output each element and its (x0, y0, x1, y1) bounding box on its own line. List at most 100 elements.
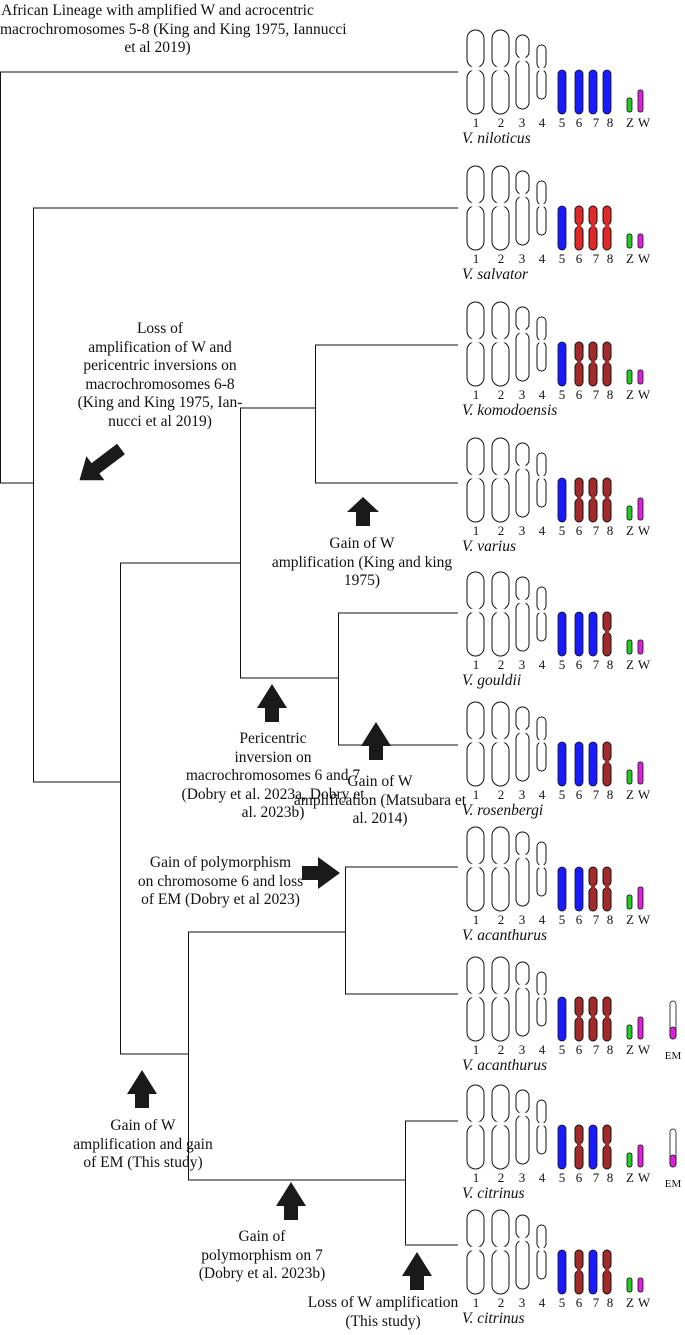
chromosome-number: 7 (592, 115, 600, 130)
chromosome-7 (588, 1124, 598, 1170)
chromosome-4 (536, 1224, 547, 1280)
chromosome-1 (466, 301, 485, 387)
chromosome-1 (466, 1084, 485, 1170)
arrow-up-polymorph7 (276, 1182, 306, 1220)
chromosome-number: 2 (497, 251, 505, 266)
w-label: W (637, 912, 651, 927)
chromosome-w (637, 761, 644, 785)
chromosome-number: 8 (606, 657, 614, 672)
chromosome-7 (588, 996, 598, 1042)
chromosome-w (637, 1016, 644, 1040)
arrow-up-gain-em (127, 1070, 157, 1108)
chromosome-number: 1 (472, 387, 480, 402)
chromosome-number: 8 (606, 787, 614, 802)
annotation-loss-amplification: Loss of amplification of W and pericentr… (60, 320, 260, 431)
chromosome-number: 4 (538, 523, 546, 538)
chromosome-4 (536, 841, 547, 897)
chromosome-em (669, 1128, 677, 1168)
annotation-line: Gain of (238, 1228, 286, 1245)
chromosome-1 (466, 956, 485, 1042)
annotation-line: polymorphism on 7 (201, 1246, 323, 1264)
arrow-up-loss-w (402, 1252, 432, 1290)
chromosome-number: 6 (575, 912, 583, 927)
chromosome-3 (515, 442, 530, 518)
z-label: Z (626, 1042, 634, 1057)
chromosome-z (626, 894, 633, 910)
chromosome-number: 1 (472, 787, 480, 802)
annotation-line: African Lineage with amplified W and acr… (1, 2, 314, 19)
karyotypes (466, 29, 677, 1295)
karyotype-row (466, 165, 644, 251)
chromosome-3 (515, 961, 530, 1037)
karyotype-row (466, 1084, 677, 1170)
chromosome-number: 7 (592, 657, 600, 672)
annotation-polymorphism-7: Gain of polymorphism on 7 (Dobry et al. … (182, 1228, 342, 1284)
w-label: W (637, 1295, 651, 1310)
chromosome-6 (574, 477, 584, 523)
chromosome-number: 8 (606, 387, 614, 402)
species-name: V. varius (462, 538, 516, 555)
z-label: Z (626, 1295, 634, 1310)
chromosome-1 (466, 29, 485, 115)
chromosome-4 (536, 716, 547, 772)
em-label: EM (664, 1050, 682, 1062)
chromosome-number: 3 (518, 912, 526, 927)
z-label: Z (626, 251, 634, 266)
chromosome-3 (515, 1089, 530, 1165)
chromosome-number: 1 (472, 1170, 480, 1185)
arrow-right-polymorph6 (302, 857, 340, 889)
karyotype-row (466, 956, 677, 1042)
chromosome-2 (491, 701, 510, 787)
chromosome-number: 4 (538, 912, 546, 927)
annotation-line: macrochromosomes 6 and 7 (185, 767, 361, 784)
annotation-line: Gain of W (347, 773, 413, 790)
chromosome-4 (536, 180, 547, 236)
annotation-gain-w-king: Gain of W amplification (King and king 1… (262, 535, 462, 591)
chromosome-7 (588, 69, 598, 115)
chromosome-number: 5 (558, 251, 566, 266)
annotation-gain-w-em: Gain of W amplification and gain of EM (… (68, 1117, 218, 1173)
chromosome-6 (574, 1249, 584, 1295)
chromosome-number: 8 (606, 1042, 614, 1057)
chromosome-8 (602, 205, 612, 251)
chromosome-number: 6 (575, 523, 583, 538)
chromosome-8 (602, 341, 612, 387)
chromosome-z (626, 505, 633, 521)
chromosome-7 (588, 611, 598, 657)
chromosome-1 (466, 165, 485, 251)
z-label: Z (626, 912, 634, 927)
chromosome-number: 8 (606, 912, 614, 927)
chromosome-w (637, 233, 644, 249)
chromosome-8 (602, 611, 612, 657)
chromosome-8 (602, 866, 612, 912)
chromosome-w (637, 497, 644, 521)
chromosome-number: 7 (592, 787, 600, 802)
chromosome-number: 7 (592, 1042, 600, 1057)
chromosome-z (626, 97, 633, 113)
chromosome-1 (466, 571, 485, 657)
tree-branches (0, 71, 458, 1246)
chromosome-number: 2 (497, 1170, 505, 1185)
chromosome-6 (574, 741, 584, 787)
annotation-line: pericentric inversions on (83, 357, 237, 374)
chromosome-z (626, 769, 633, 785)
chromosome-number: 4 (538, 1042, 546, 1057)
karyotype-row (466, 826, 644, 912)
annotation-line: amplification of W and (88, 338, 232, 356)
chromosome-number: 8 (606, 115, 614, 130)
chromosome-number: 8 (606, 523, 614, 538)
chromosome-3 (515, 706, 530, 782)
chromosome-number: 8 (606, 1295, 614, 1310)
chromosome-number: 5 (558, 912, 566, 927)
chromosome-number: 2 (497, 657, 505, 672)
chromosome-number: 7 (592, 1170, 600, 1185)
arrow-up-pericentric (257, 684, 287, 722)
chromosome-number: 6 (575, 1042, 583, 1057)
z-label: Z (626, 115, 634, 130)
chromosome-number: 6 (575, 115, 583, 130)
z-label: Z (626, 523, 634, 538)
chromosome-number: 6 (575, 1295, 583, 1310)
chromosome-2 (491, 826, 510, 912)
annotation-line: of EM (Dobry et al 2023) (141, 891, 300, 908)
chromosome-w (637, 1277, 644, 1293)
